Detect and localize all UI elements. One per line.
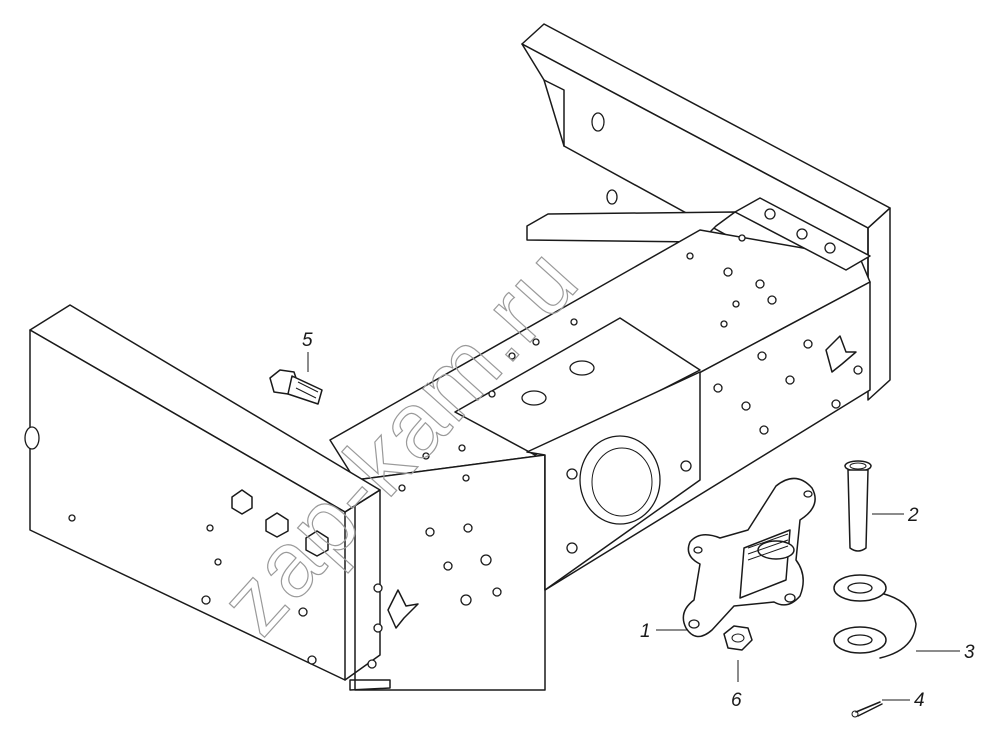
top-holes bbox=[398, 208, 836, 492]
part-6-nut bbox=[723, 625, 753, 651]
side-brackets bbox=[387, 335, 857, 629]
beam-holes bbox=[367, 339, 863, 669]
part-1-housing bbox=[682, 477, 816, 638]
part-3-shackle bbox=[833, 574, 917, 659]
callout-4: 4 bbox=[914, 690, 925, 711]
callout-1: 1 bbox=[640, 621, 651, 642]
part-2-pin bbox=[844, 460, 872, 552]
leader-lines bbox=[307, 352, 960, 701]
front-cross-member bbox=[24, 304, 391, 691]
callout-2: 2 bbox=[907, 505, 919, 526]
callout-6: 6 bbox=[731, 690, 742, 711]
front-nuts bbox=[231, 489, 329, 557]
callout-5: 5 bbox=[302, 330, 313, 351]
callout-3: 3 bbox=[964, 642, 975, 663]
part-5-bolt bbox=[269, 369, 323, 405]
part-4-cotter-pin bbox=[851, 701, 883, 718]
